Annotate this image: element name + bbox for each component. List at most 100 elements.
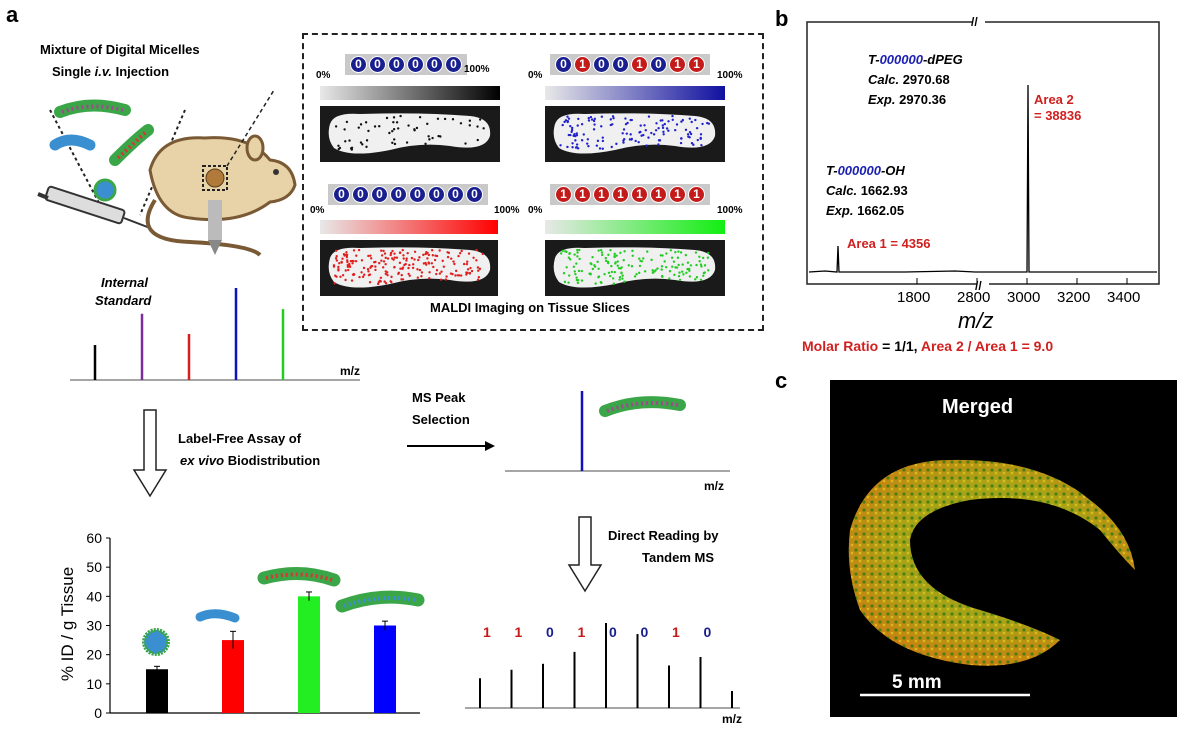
sequence-bead: 0 <box>426 56 443 73</box>
slice-dot <box>384 272 387 276</box>
slice-dot <box>699 137 702 140</box>
slice-dot <box>633 275 637 278</box>
slice-dot <box>665 252 668 255</box>
slice-dot <box>589 115 593 119</box>
slice-dot <box>360 271 363 274</box>
slice-dot <box>400 273 403 277</box>
sequence-bead: 1 <box>574 56 591 73</box>
slice-dot <box>408 274 411 277</box>
tandem-digit: 0 <box>640 624 649 640</box>
slice-dot <box>346 260 349 264</box>
slice-dot <box>572 134 575 137</box>
slice-dot <box>638 264 642 268</box>
slice-dot <box>612 282 616 285</box>
sequence-bead: 0 <box>333 186 350 203</box>
slice-dot <box>358 275 361 279</box>
slice-dot <box>663 260 666 263</box>
slice-dot <box>644 129 647 132</box>
slice-dot <box>374 268 377 272</box>
slice-dot <box>364 121 368 124</box>
slice-dot <box>379 280 382 283</box>
slice-dot <box>407 266 410 270</box>
label-free-assay-text: Label-Free Assay of <box>178 431 302 446</box>
slice-dot <box>464 142 467 145</box>
slice-dot <box>624 117 627 120</box>
slice-dot <box>651 271 655 274</box>
slice-dot <box>359 141 363 144</box>
slice-dot <box>667 120 670 123</box>
spectrum-trace <box>808 84 1157 273</box>
slice-dot <box>563 280 567 284</box>
slice-dot <box>418 256 421 259</box>
merged-tissue-image: Merged 5 mm <box>830 380 1177 717</box>
slice-dot <box>393 252 396 255</box>
selected-mz-label: m/z <box>704 479 725 493</box>
slice-dot <box>348 139 351 142</box>
slice-dot <box>477 275 481 279</box>
bar-chart-ylabel: % ID / g Tissue <box>58 566 77 682</box>
slice-dot <box>460 249 463 253</box>
slice-dot <box>660 268 663 271</box>
slice-dot <box>620 266 623 269</box>
slice-dot <box>430 262 434 265</box>
slice-dot <box>426 257 429 260</box>
slice-dot <box>454 274 457 277</box>
slice-dot <box>699 133 703 136</box>
slice-dot <box>692 143 695 146</box>
peak1-name: T-000000-OH <box>826 163 905 178</box>
sequence-bead: 0 <box>555 56 572 73</box>
slice-dot <box>425 250 428 254</box>
slice-dot <box>357 126 360 129</box>
slice-dot <box>361 275 365 279</box>
slice-dot <box>661 126 665 130</box>
tandem-digit: 1 <box>483 624 491 640</box>
slice-dot <box>573 253 576 256</box>
slice-dot <box>406 251 409 255</box>
slice-dot <box>660 265 664 268</box>
slice-dot <box>671 118 674 121</box>
slice-dot <box>647 136 650 139</box>
slice-dot <box>701 122 704 126</box>
worm-micelle-icon <box>54 99 131 118</box>
slice-dot <box>454 269 458 273</box>
slice-dot <box>478 118 482 121</box>
slice-dot <box>561 249 564 253</box>
slice-dot <box>580 279 584 282</box>
slice-dot <box>679 141 683 145</box>
slice-dot <box>441 259 444 263</box>
slice-dot <box>410 256 414 260</box>
slice-dot <box>587 116 590 120</box>
slice-dot <box>391 141 394 145</box>
peak2-name: T-000000-dPEG <box>868 52 963 67</box>
slice-dot <box>413 129 416 132</box>
slice-dot <box>437 134 440 138</box>
slice-dot <box>596 260 599 264</box>
tandem-digit: 0 <box>703 624 712 640</box>
slice-dot <box>600 125 603 128</box>
slice-dot <box>392 116 396 119</box>
panel-b-spectrum: // // <box>806 14 1160 293</box>
slice-dot <box>465 273 468 276</box>
slice-dot <box>681 270 684 273</box>
slice-dot <box>690 141 694 145</box>
slice-dot <box>612 116 615 120</box>
slice-dot <box>671 265 674 268</box>
slice-dot <box>677 250 680 253</box>
tissue-slice <box>545 240 725 296</box>
y-tick-label: 20 <box>86 647 102 663</box>
slice-dot <box>698 255 701 258</box>
slice-dot <box>431 254 435 257</box>
ms-mz-label: m/z <box>340 364 361 378</box>
slice-dot <box>613 270 617 274</box>
slice-dot <box>684 253 688 257</box>
slice-dot <box>435 272 438 276</box>
slice-dot <box>567 281 570 284</box>
slice-dot <box>580 139 584 142</box>
sequence-bead: 1 <box>555 186 572 203</box>
slice-dot <box>592 119 596 123</box>
slice-dot <box>661 254 664 257</box>
slice-dot <box>337 267 340 271</box>
slice-dot <box>418 116 422 119</box>
tandem-digit: 1 <box>514 624 523 640</box>
